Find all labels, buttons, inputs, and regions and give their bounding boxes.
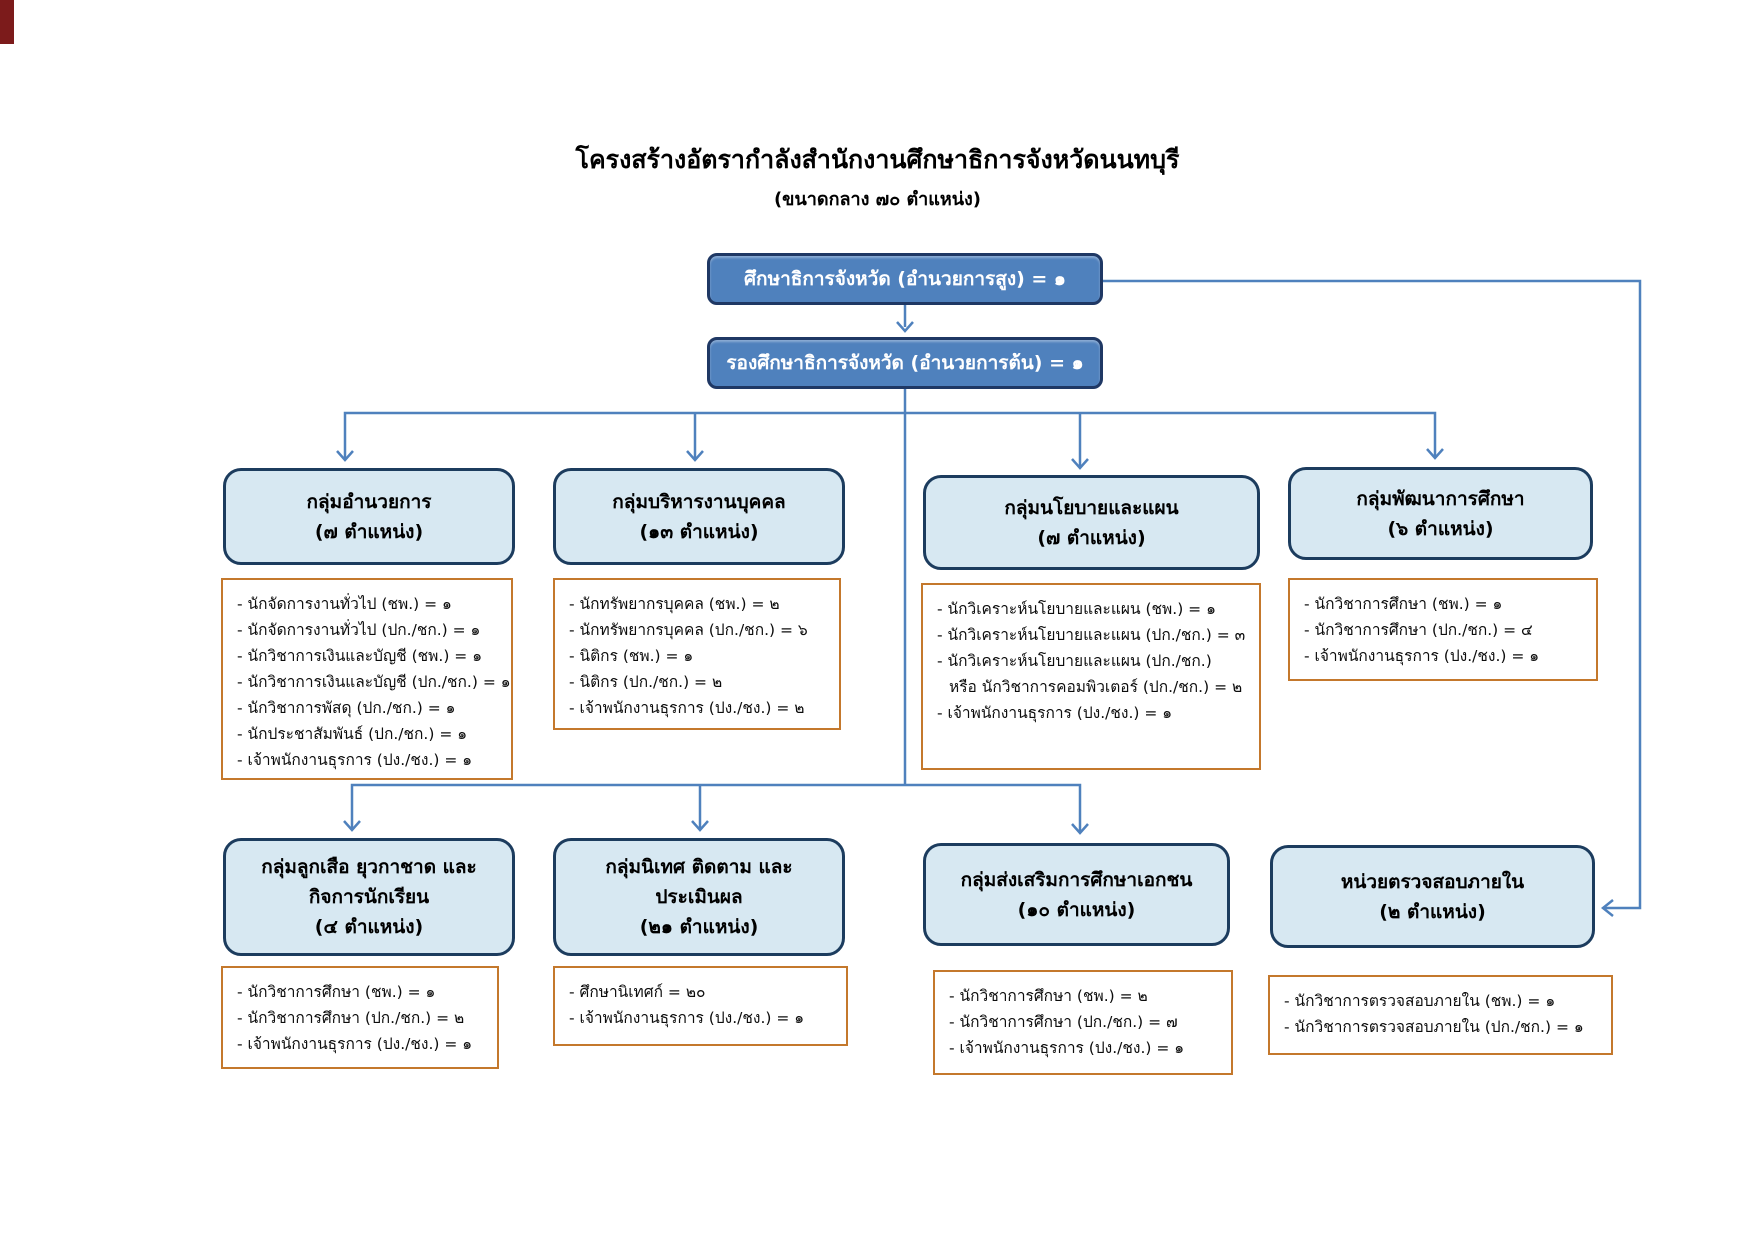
staff-item: - นักวิเคราะห์นโยบายและแผน (ชพ.) = ๑	[937, 600, 1216, 618]
group-box-general-administration: กลุ่มอำนวยการ (๗ ตำแหน่ง)	[223, 468, 515, 565]
staff-item: - นักวิชาการศึกษา (ปก./ชก.) = ๔	[1304, 621, 1533, 639]
page-subtitle: (ขนาดกลาง ๗๐ ตำแหน่ง)	[773, 189, 982, 210]
group-title: กลุ่มนิเทศ ติดตาม และ	[605, 856, 793, 878]
group-count: (๔ ตำแหน่ง)	[314, 916, 424, 938]
staff-list-education-development: - นักวิชาการศึกษา (ชพ.) = ๑ - นักวิชาการ…	[1288, 578, 1598, 681]
group-count: (๒๑ ตำแหน่ง)	[639, 916, 759, 938]
group-count: (๗ ตำแหน่ง)	[1037, 526, 1146, 549]
group-box-education-development: กลุ่มพัฒนาการศึกษา (๖ ตำแหน่ง)	[1288, 467, 1593, 560]
staff-item: - เจ้าพนักงานธุรการ (ปง./ชง.) = ๑	[237, 1035, 473, 1053]
staff-item: - นักวิชาการเงินและบัญชี (ปก./ชก.) = ๑	[237, 673, 511, 691]
group-title: กลุ่มอำนวยการ	[306, 490, 432, 513]
staff-item: - นักจัดการงานทั่วไป (ชพ.) = ๑	[237, 595, 452, 613]
screenshot-edge-artifact	[0, 0, 14, 44]
group-title: กิจการนักเรียน	[308, 886, 430, 908]
group-count: (๗ ตำแหน่ง)	[314, 520, 424, 543]
staff-item: - นักวิชาการศึกษา (ชพ.) = ๑	[237, 983, 436, 1001]
staff-item: - เจ้าพนักงานธุรการ (ปง./ชง.) = ๑	[237, 751, 473, 769]
staff-item: - นักวิชาการพัสดุ (ปก./ชก.) = ๑	[237, 699, 456, 717]
staff-item: - นักประชาสัมพันธ์ (ปก./ชก.) = ๑	[237, 725, 468, 743]
group-count: (๑๓ ตำแหน่ง)	[639, 520, 759, 543]
group-title: กลุ่มบริหารงานบุคคล	[612, 490, 786, 513]
group-title: ประเมินผล	[655, 886, 743, 908]
staff-list-private-education-promotion: - นักวิชาการศึกษา (ชพ.) = ๒ - นักวิชาการ…	[933, 970, 1233, 1075]
group-box-internal-audit: หน่วยตรวจสอบภายใน (๒ ตำแหน่ง)	[1270, 845, 1595, 948]
staff-item: - นักจัดการงานทั่วไป (ปก./ชก.) = ๑	[237, 621, 481, 639]
node-label: รองศึกษาธิการจังหวัด (อำนวยการต้น) = ๑	[726, 352, 1084, 374]
node-deputy-provincial-education-officer: รองศึกษาธิการจังหวัด (อำนวยการต้น) = ๑	[707, 337, 1103, 389]
page-title: โครงสร้างอัตรากำลังสำนักงานศึกษาธิการจัง…	[575, 145, 1180, 174]
staff-item: - นักวิเคราะห์นโยบายและแผน (ปก./ชก.) = ๓	[937, 626, 1246, 644]
staff-item: - นักวิชาการศึกษา (ชพ.) = ๑	[1304, 595, 1503, 613]
staff-list-general-administration: - นักจัดการงานทั่วไป (ชพ.) = ๑ - นักจัดก…	[221, 578, 513, 780]
group-count: (๖ ตำแหน่ง)	[1387, 517, 1494, 540]
staff-list-scouts-red-cross-student-affairs: - นักวิชาการศึกษา (ชพ.) = ๑ - นักวิชาการ…	[221, 966, 499, 1069]
staff-item: - นิติกร (ชพ.) = ๑	[569, 647, 694, 665]
group-box-personnel-administration: กลุ่มบริหารงานบุคคล (๑๓ ตำแหน่ง)	[553, 468, 845, 565]
group-box-supervision-monitoring-evaluation: กลุ่มนิเทศ ติดตาม และ ประเมินผล (๒๑ ตำแห…	[553, 838, 845, 956]
staff-list-personnel-administration: - นักทรัพยากรบุคคล (ชพ.) = ๒ - นักทรัพยา…	[553, 578, 841, 730]
staff-item: - เจ้าพนักงานธุรการ (ปง./ชง.) = ๑	[937, 704, 1173, 722]
staff-item: - นักวิชาการตรวจสอบภายใน (ชพ.) = ๑	[1284, 992, 1556, 1010]
staff-item: - ศึกษานิเทศก์ = ๒๐	[569, 983, 706, 1001]
staff-list-internal-audit: - นักวิชาการตรวจสอบภายใน (ชพ.) = ๑ - นัก…	[1268, 975, 1613, 1055]
staff-item: - นักทรัพยากรบุคคล (ปก./ชก.) = ๖	[569, 621, 808, 639]
staff-item-continuation: หรือ นักวิชาการคอมพิวเตอร์ (ปก./ชก.) = ๒	[949, 678, 1243, 696]
staff-item: - เจ้าพนักงานธุรการ (ปง./ชง.) = ๑	[569, 1009, 805, 1027]
staff-item: - เจ้าพนักงานธุรการ (ปง./ชง.) = ๑	[1304, 647, 1540, 665]
staff-item: - เจ้าพนักงานธุรการ (ปง./ชง.) = ๒	[569, 699, 805, 717]
group-title: กลุ่มพัฒนาการศึกษา	[1356, 487, 1525, 510]
staff-item: - นักทรัพยากรบุคคล (ชพ.) = ๒	[569, 595, 780, 613]
node-provincial-education-officer: ศึกษาธิการจังหวัด (อำนวยการสูง) = ๑	[707, 253, 1103, 305]
group-box-policy-and-planning: กลุ่มนโยบายและแผน (๗ ตำแหน่ง)	[923, 475, 1260, 570]
group-box-private-education-promotion: กลุ่มส่งเสริมการศึกษาเอกชน (๑๐ ตำแหน่ง)	[923, 843, 1230, 946]
node-label: ศึกษาธิการจังหวัด (อำนวยการสูง) = ๑	[744, 268, 1066, 290]
staff-item: - เจ้าพนักงานธุรการ (ปง./ชง.) = ๑	[949, 1039, 1185, 1057]
staff-item: - นักวิชาการตรวจสอบภายใน (ปก./ชก.) = ๑	[1284, 1018, 1584, 1036]
group-count: (๑๐ ตำแหน่ง)	[1017, 898, 1136, 921]
group-count: (๒ ตำแหน่ง)	[1379, 900, 1486, 923]
staff-item: - นักวิชาการศึกษา (ปก./ชก.) = ๒	[237, 1009, 465, 1027]
group-title: กลุ่มลูกเสือ ยุวกาชาด และ	[261, 856, 477, 878]
staff-list-policy-and-planning: - นักวิเคราะห์นโยบายและแผน (ชพ.) = ๑ - น…	[921, 583, 1261, 770]
group-title: กลุ่มนโยบายและแผน	[1004, 496, 1179, 519]
staff-item: - นักวิชาการเงินและบัญชี (ชพ.) = ๑	[237, 647, 483, 665]
staff-list-supervision-monitoring-evaluation: - ศึกษานิเทศก์ = ๒๐ - เจ้าพนักงานธุรการ …	[553, 966, 848, 1046]
group-title: หน่วยตรวจสอบภายใน	[1340, 870, 1525, 893]
staff-item: - นักวิเคราะห์นโยบายและแผน (ปก./ชก.)	[937, 652, 1212, 670]
group-title: กลุ่มส่งเสริมการศึกษาเอกชน	[960, 868, 1193, 891]
staff-item: - นิติกร (ปก./ชก.) = ๒	[569, 673, 723, 691]
staff-item: - นักวิชาการศึกษา (ชพ.) = ๒	[949, 987, 1148, 1005]
group-box-scouts-red-cross-student-affairs: กลุ่มลูกเสือ ยุวกาชาด และ กิจการนักเรียน…	[223, 838, 515, 956]
staff-item: - นักวิชาการศึกษา (ปก./ชก.) = ๗	[949, 1013, 1178, 1031]
